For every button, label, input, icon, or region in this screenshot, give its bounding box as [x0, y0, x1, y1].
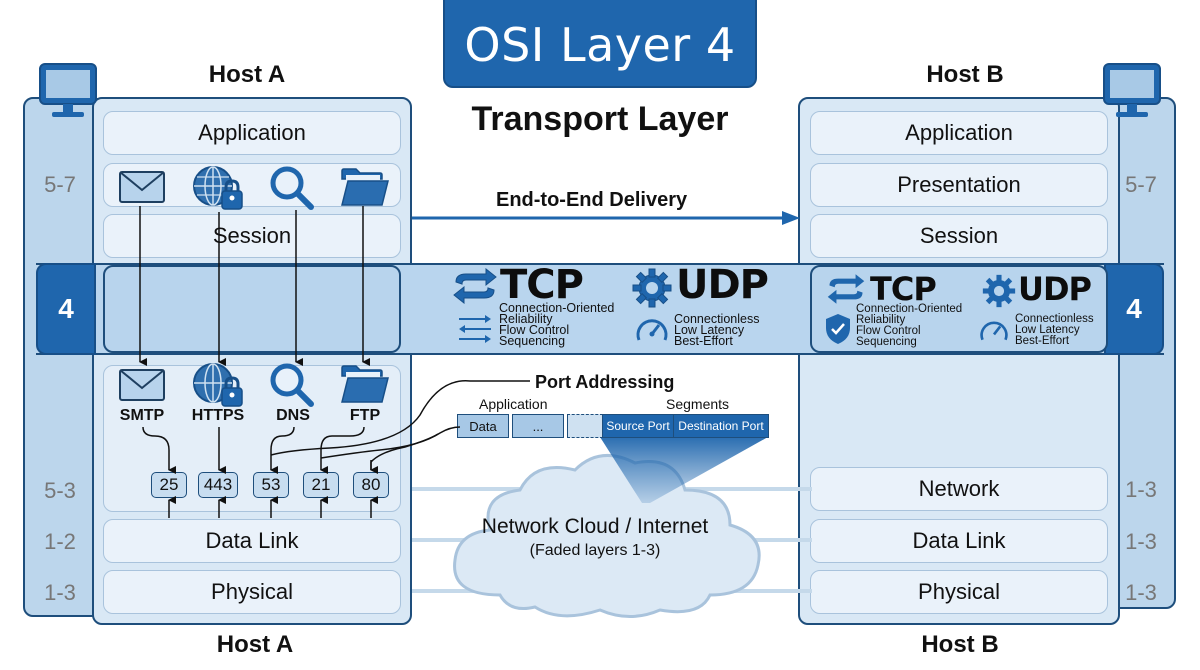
- host-b-layer-network: Network: [810, 467, 1108, 511]
- host-a-transport-layer: [103, 265, 401, 353]
- segment-projection-beam: [600, 437, 768, 503]
- host-b-layer-application: Application: [810, 111, 1108, 155]
- host-a-number-1-3: 1-3: [44, 580, 76, 605]
- app-label-ftp: FTP: [349, 407, 381, 424]
- host-b-layer-4-number: 4: [1126, 293, 1142, 324]
- network-cloud-icon: [453, 453, 761, 618]
- host-a-layer-application: Application: [103, 111, 401, 155]
- host-b-layer-presentation: Presentation: [810, 163, 1108, 207]
- host-b-layer-4-badge: 4: [1104, 263, 1164, 355]
- diagram-title: OSI Layer 4: [464, 18, 736, 72]
- host-a-side-column: [23, 97, 103, 617]
- envelope-icon: [119, 369, 165, 401]
- host-b-layer-session: Session: [810, 214, 1108, 258]
- host-a-bottom-label: Host A: [216, 631, 294, 658]
- host-a-layer-session: Session: [103, 214, 401, 258]
- host-b-number-data-link: 1-3: [1125, 529, 1157, 554]
- tcp-feature: Sequencing: [856, 336, 917, 348]
- tcp-title: TCP: [500, 262, 584, 308]
- udp-feature: Low Latency: [674, 323, 745, 337]
- host-b-tcp-features: Connection-Oriented Reliability Flow Con…: [856, 303, 963, 348]
- delivery-label: End-to-End Delivery: [496, 189, 688, 211]
- gear-icon: [632, 268, 672, 308]
- tcp-feature: Flow Control: [856, 325, 921, 337]
- tcp-feature: Reliability: [499, 312, 553, 326]
- segment-destination-port: Destination Port: [673, 414, 769, 438]
- udp-feature: Best-Effort: [674, 334, 733, 348]
- tcp-feature: Connection-Oriented: [499, 301, 615, 315]
- host-b-top-label: Host B: [926, 61, 1004, 88]
- host-b-number-network: 1-3: [1125, 477, 1157, 502]
- host-b-layer-physical: Physical: [810, 570, 1108, 614]
- computer-icon: [1103, 63, 1161, 117]
- gear-icon: [982, 274, 1016, 308]
- app-label-dns: DNS: [276, 407, 310, 424]
- title-banner: OSI Layer 4: [443, 0, 757, 88]
- globe-lock-icon: [193, 363, 243, 407]
- delivery-arrow: [412, 211, 800, 225]
- tcp-feature: Reliability: [856, 314, 906, 326]
- cloud-title: Network Cloud / Internet: [481, 515, 709, 538]
- application-label: Application: [479, 396, 548, 412]
- udp-feature: Connectionless: [674, 312, 760, 326]
- port-443: 443: [198, 472, 238, 498]
- swap-arrows-icon: [827, 274, 865, 304]
- port-21: 21: [303, 472, 339, 498]
- host-a-layer-physical: Physical: [103, 570, 401, 614]
- host-b-udp-title: UDP: [1018, 270, 1092, 308]
- port-addressing-title: Port Addressing: [535, 372, 675, 392]
- host-a-number-1-2: 1-2: [44, 529, 76, 554]
- tcp-feature: Connection-Oriented: [856, 303, 963, 315]
- host-a-layer-4-number: 4: [58, 293, 74, 324]
- host-b-number-5-7: 5-7: [1125, 172, 1157, 197]
- host-b-bottom-label: Host B: [921, 631, 999, 658]
- port-25: 25: [151, 472, 187, 498]
- app-label-https: HTTPS: [191, 407, 245, 424]
- flow-arrows-icon: [459, 315, 491, 343]
- app-label-smtp: SMTP: [119, 407, 165, 424]
- udp-feature: Connectionless: [1015, 313, 1094, 325]
- udp-features: Connectionless Low Latency Best-Effort: [674, 312, 760, 348]
- speedometer-icon: [980, 321, 1008, 341]
- host-a-top-label: Host A: [208, 61, 286, 88]
- udp-feature: Low Latency: [1015, 324, 1080, 336]
- tcp-features: Connection-Oriented Reliability Flow Con…: [499, 301, 615, 348]
- segments-label: Segments: [666, 396, 730, 412]
- segment-placeholder: [567, 414, 603, 438]
- host-b-number-physical: 1-3: [1125, 580, 1157, 605]
- host-a-number-5-3: 5-3: [44, 478, 76, 503]
- segment-data: Data: [457, 414, 509, 438]
- host-b-tcp-title: TCP: [870, 270, 937, 308]
- host-b-layer-data-link: Data Link: [810, 519, 1108, 563]
- globe-lock-icon: [193, 166, 243, 210]
- segment-ellipsis: ...: [512, 414, 564, 438]
- cloud-label: Network Cloud / Internet (Faded layers 1…: [455, 515, 735, 560]
- host-a-layer-data-link: Data Link: [103, 519, 401, 563]
- cloud-subtitle: (Faded layers 1-3): [529, 542, 661, 559]
- diagram-subtitle: Transport Layer: [471, 100, 729, 138]
- magnifier-icon: [270, 166, 314, 210]
- computer-icon: [39, 63, 97, 117]
- host-a-number-5-7: 5-7: [44, 172, 76, 197]
- port-53: 53: [253, 472, 289, 498]
- folder-icon: [341, 168, 389, 206]
- host-b-transport-layer: [810, 265, 1108, 353]
- envelope-icon: [119, 171, 165, 203]
- host-a-layer-4-badge: 4: [36, 263, 96, 355]
- swap-arrows-icon: [453, 268, 497, 304]
- tcp-feature: Sequencing: [499, 334, 566, 348]
- speedometer-icon: [636, 319, 668, 341]
- udp-feature: Best-Effort: [1015, 335, 1070, 347]
- host-b-udp-features: Connectionless Low Latency Best-Effort: [1015, 313, 1094, 347]
- folder-icon: [341, 365, 389, 403]
- tcp-feature: Flow Control: [499, 323, 570, 337]
- port-80: 80: [353, 472, 389, 498]
- segment-source-port: Source Port: [602, 414, 674, 438]
- shield-check-icon: [826, 314, 850, 344]
- magnifier-icon: [270, 363, 314, 407]
- udp-title: UDP: [676, 262, 769, 308]
